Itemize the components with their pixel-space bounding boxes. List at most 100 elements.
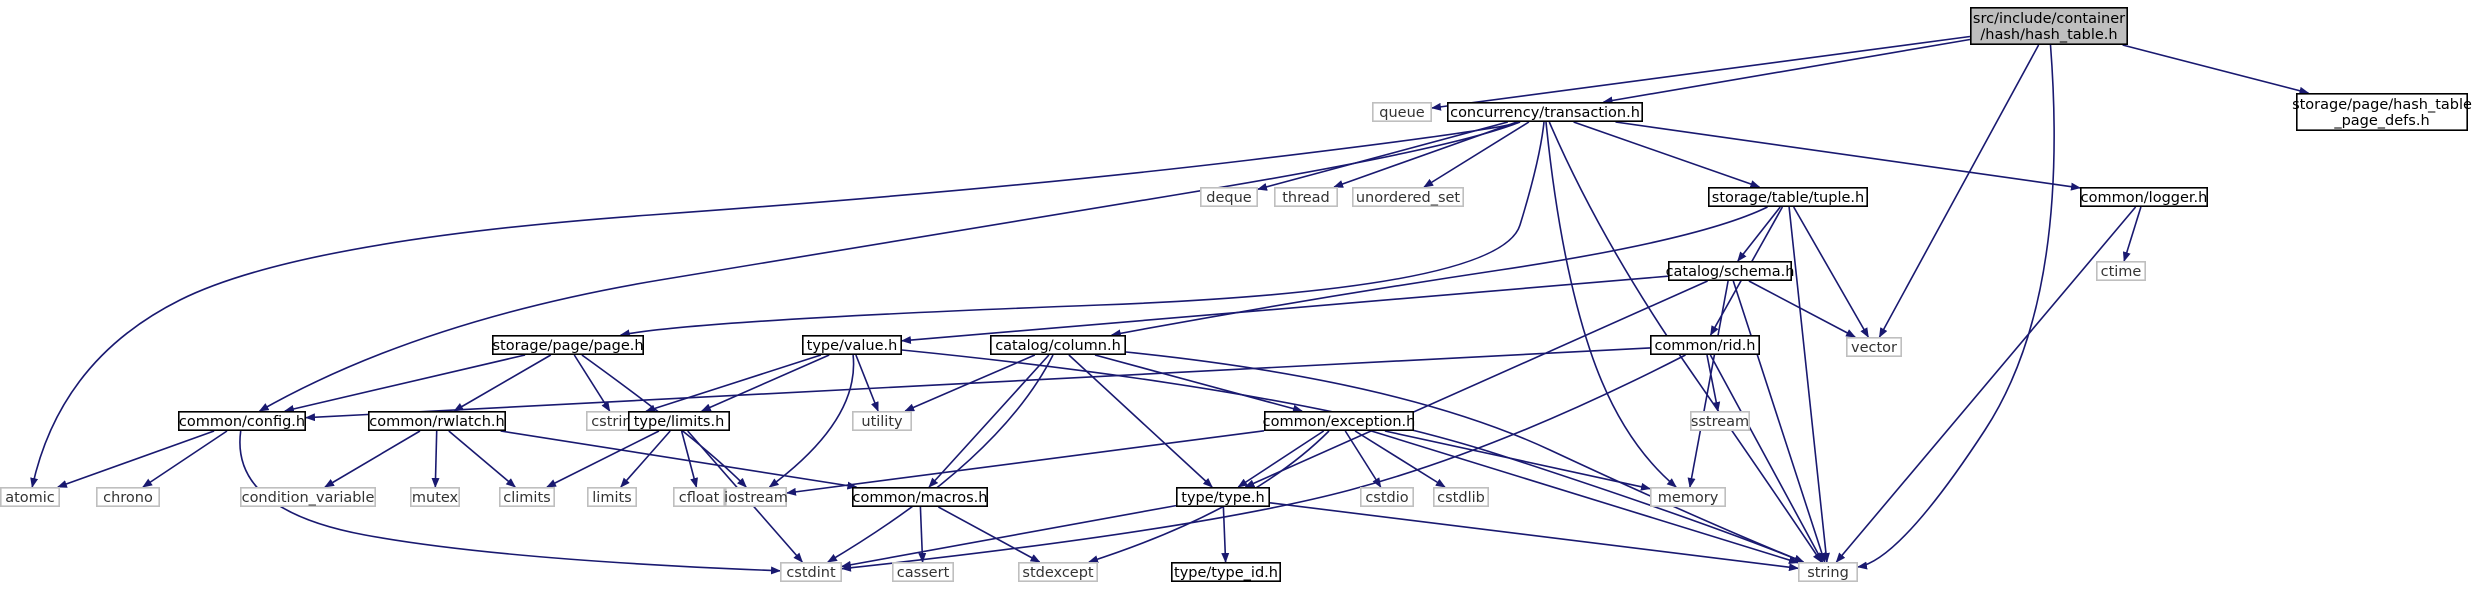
edge-config-to-chrono [142, 430, 228, 488]
node-label-column: catalog/column.h [995, 338, 1121, 354]
edge-limits_h-to-cfloat [680, 430, 698, 488]
node-box-queue [1372, 102, 1433, 123]
node-label-config: common/config.h [179, 414, 305, 430]
node-hash-table[interactable]: src/include/container/hash/hash_table.h [1970, 7, 2129, 46]
edge-hash_table-to-string [1857, 44, 2055, 570]
node-box-climits [498, 486, 555, 507]
node-limits-h[interactable]: type/limits.h [627, 410, 730, 431]
node-label-cstdint: cstdint [786, 565, 836, 581]
node-sstream: sstream [1690, 410, 1751, 431]
node-mutex: mutex [409, 486, 460, 507]
node-ctime: ctime [2096, 260, 2147, 281]
node-box-mutex [409, 486, 460, 507]
header-nodes: src/include/container/hash/hash_table.hq… [0, 7, 2472, 582]
node-label-type-id: type/type_id.h [1174, 565, 1278, 581]
node-thread: thread [1274, 187, 1339, 208]
edge-exception-to-memory [1384, 430, 1651, 491]
node-box-cfloat [672, 486, 725, 507]
node-limits: limits [586, 486, 637, 507]
node-box-ctime [2096, 260, 2147, 281]
edge-rwlatch-to-climits [448, 430, 516, 488]
node-box-chrono [96, 486, 161, 507]
edge-transaction-to-memory [1545, 121, 1677, 488]
node-box-limits-h [627, 410, 730, 431]
node-deque: deque [1200, 187, 1259, 208]
node-label-page: storage/page/page.h [492, 338, 643, 354]
edge-value-to-limits_h [700, 354, 830, 412]
node-label-cfloat: cfloat [679, 490, 720, 506]
node-unordered-set: unordered_set [1352, 187, 1465, 208]
node-logger[interactable]: common/logger.h [2080, 187, 2209, 208]
dependency-edges [30, 35, 2310, 575]
node-type-h[interactable]: type/type.h [1176, 486, 1271, 507]
edge-transaction-to-deque [1257, 121, 1509, 191]
edge-hash_table-to-transaction [1602, 38, 1971, 105]
edge-tuple-to-string [1788, 206, 1830, 563]
node-hash-table-page-defs[interactable]: storage/page/hash_table_page_defs.h [2292, 93, 2472, 132]
node-label-logger: common/logger.h [2081, 190, 2208, 206]
edge-schema-to-string [1732, 280, 1826, 563]
edge-transaction-to-unordered_set [1423, 121, 1530, 188]
node-rid[interactable]: common/rid.h [1650, 334, 1761, 355]
edge-schema-to-type_h [1244, 280, 1708, 488]
node-string: string [1798, 561, 1859, 582]
node-label-macros: common/macros.h [853, 490, 988, 506]
edge-transaction-to-logger [1615, 121, 2081, 191]
node-box-rid [1650, 334, 1761, 355]
node-label-iostream: iostream [724, 490, 788, 506]
node-tuple[interactable]: storage/table/tuple.h [1708, 187, 1869, 208]
node-page[interactable]: storage/page/page.h [491, 334, 644, 355]
node-cassert: cassert [891, 561, 954, 582]
node-label-deque: deque [1206, 190, 1252, 206]
edge-logger-to-ctime [2122, 206, 2142, 262]
edge-exception-to-type_h [1237, 430, 1325, 488]
node-box-rwlatch [367, 410, 506, 431]
edge-hash_table-to-queue [1431, 35, 1971, 111]
node-box-value [801, 334, 902, 355]
node-vector: vector [1846, 336, 1903, 357]
node-schema[interactable]: catalog/schema.h [1666, 260, 1795, 281]
edge-rid-to-string [1709, 354, 1824, 563]
node-box-memory [1650, 486, 1727, 507]
node-box-hash-table-page-defs [2296, 93, 2469, 132]
node-label-thread: thread [1282, 190, 1330, 206]
node-label-unordered-set: unordered_set [1356, 190, 1461, 206]
node-rwlatch[interactable]: common/rwlatch.h [367, 410, 506, 431]
node-transaction[interactable]: concurrency/transaction.h [1447, 102, 1644, 123]
node-type-id[interactable]: type/type_id.h [1171, 561, 1282, 582]
node-label-queue: queue [1379, 105, 1425, 121]
node-box-cstdlib [1433, 486, 1490, 507]
edge-hash_table-to-vector [1878, 44, 2040, 338]
edge-rwlatch-to-mutex [431, 430, 440, 488]
edge-tuple-to-vector [1793, 206, 1869, 338]
node-exception[interactable]: common/exception.h [1263, 410, 1416, 431]
edge-rid-to-sstream [1706, 354, 1721, 412]
node-label-ctime: ctime [2101, 264, 2142, 280]
node-iostream: iostream [724, 486, 788, 507]
edge-rid-to-cstdint [841, 354, 1686, 572]
node-label-hash-table-page-defs-line-2: _page_defs.h [2333, 113, 2429, 129]
node-label-hash-table-line-2: /hash/hash_table.h [1980, 27, 2117, 43]
node-box-vector [1846, 336, 1903, 357]
node-value[interactable]: type/value.h [801, 334, 902, 355]
node-label-climits: climits [503, 490, 550, 506]
node-config[interactable]: common/config.h [178, 410, 307, 431]
edge-limits_h-to-climits [546, 430, 660, 488]
node-box-cstdint [779, 561, 842, 582]
node-box-type-id [1171, 561, 1282, 582]
edge-column-to-string [1125, 351, 1805, 563]
edge-schema-to-vector [1748, 280, 1856, 338]
edge-macros-to-stdexcept [938, 506, 1041, 563]
edge-macros-to-cassert [918, 506, 927, 563]
edge-value-to-iostream [768, 354, 855, 488]
node-queue: queue [1372, 102, 1433, 123]
edge-exception-to-cstdlib [1354, 430, 1446, 488]
node-box-iostream [724, 486, 787, 507]
node-label-cstdio: cstdio [1365, 490, 1408, 506]
node-label-rid: common/rid.h [1654, 338, 1755, 354]
node-label-stdexcept: stdexcept [1022, 565, 1094, 581]
node-label-tuple: storage/table/tuple.h [1712, 190, 1864, 206]
node-column[interactable]: catalog/column.h [989, 334, 1126, 355]
node-macros[interactable]: common/macros.h [851, 486, 988, 507]
node-box-utility [851, 410, 912, 431]
